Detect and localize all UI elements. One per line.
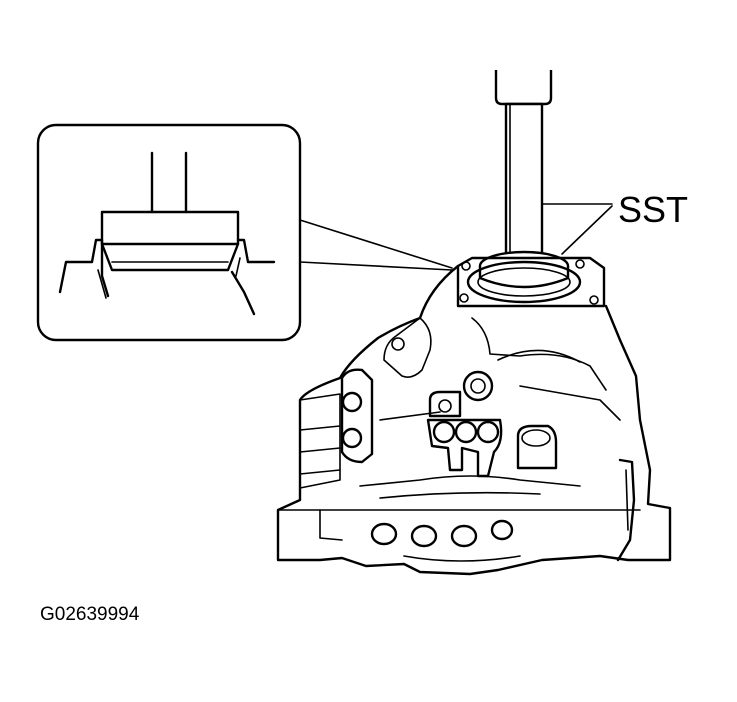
shift-bracket-hole-mid bbox=[454, 420, 478, 444]
housing-left-rib-1 bbox=[299, 425, 341, 431]
housing-seal-bore-inner bbox=[477, 267, 571, 297]
upper-rib bbox=[471, 317, 607, 391]
center-boss-top-hole bbox=[470, 378, 486, 394]
left-boss-hole-top bbox=[341, 391, 363, 413]
left-boss-hole-bottom bbox=[341, 427, 363, 449]
inset-housing-right-step bbox=[235, 257, 241, 277]
shift-bracket bbox=[426, 418, 503, 478]
upper-left-pocket bbox=[383, 317, 432, 378]
lower-left-step bbox=[319, 509, 343, 541]
lower-bottom-curve bbox=[403, 555, 521, 562]
left-boss bbox=[340, 368, 374, 464]
sst-tool bbox=[478, 70, 570, 289]
sst-leader-disc bbox=[561, 205, 613, 255]
lower-pocket-2 bbox=[410, 524, 438, 548]
sst-callout: SST bbox=[541, 189, 688, 255]
lower-pocket-1 bbox=[370, 522, 398, 546]
lower-pocket-3 bbox=[450, 524, 478, 548]
housing-top-plate bbox=[456, 256, 606, 308]
inset-frame bbox=[36, 123, 302, 342]
housing-left-rib-3 bbox=[299, 469, 341, 475]
inset-tool-head bbox=[100, 210, 240, 246]
shift-bracket-hole-right bbox=[476, 420, 500, 444]
upper-rib-curve bbox=[497, 349, 581, 363]
detail-inset bbox=[36, 123, 302, 342]
shift-bracket-hole-left bbox=[432, 420, 456, 444]
right-boss-top bbox=[521, 429, 551, 447]
right-flange bbox=[616, 458, 636, 562]
inset-leader-top bbox=[299, 219, 453, 269]
housing-seal-bore bbox=[466, 260, 582, 304]
center-boss-top bbox=[462, 370, 494, 402]
lower-rib-2 bbox=[359, 475, 581, 487]
center-bracket-left bbox=[428, 390, 462, 418]
inset-leader-bottom bbox=[299, 261, 453, 271]
housing-left-face bbox=[299, 393, 341, 489]
inset-housing-right-inner bbox=[230, 270, 256, 316]
upper-left-bolt bbox=[391, 337, 405, 351]
inset-housing-right bbox=[236, 238, 276, 264]
inset-seal bbox=[100, 242, 240, 272]
lower-rib bbox=[379, 491, 541, 499]
housing-bolt-bl bbox=[459, 293, 469, 303]
figure-code: G02639994 bbox=[40, 604, 140, 625]
transaxle-housing bbox=[276, 256, 672, 576]
inset-housing-left-inner bbox=[97, 269, 107, 299]
mid-rib bbox=[519, 385, 621, 421]
right-flange-inner bbox=[625, 469, 629, 531]
sst-handle bbox=[494, 70, 553, 106]
housing-bolt-tl bbox=[461, 261, 471, 271]
housing-bolt-tr bbox=[575, 259, 585, 269]
inset-leader bbox=[299, 219, 453, 271]
housing-left-rib-2 bbox=[299, 447, 341, 453]
right-boss bbox=[516, 424, 558, 470]
lower-pocket-4 bbox=[490, 519, 514, 541]
sst-label: SST bbox=[618, 189, 688, 230]
inset-housing-left bbox=[58, 238, 110, 298]
center-bracket-left-hole bbox=[438, 399, 452, 413]
sst-shaft bbox=[504, 102, 544, 256]
sst-disc-side bbox=[478, 266, 570, 289]
housing-bolt-br bbox=[589, 295, 599, 305]
